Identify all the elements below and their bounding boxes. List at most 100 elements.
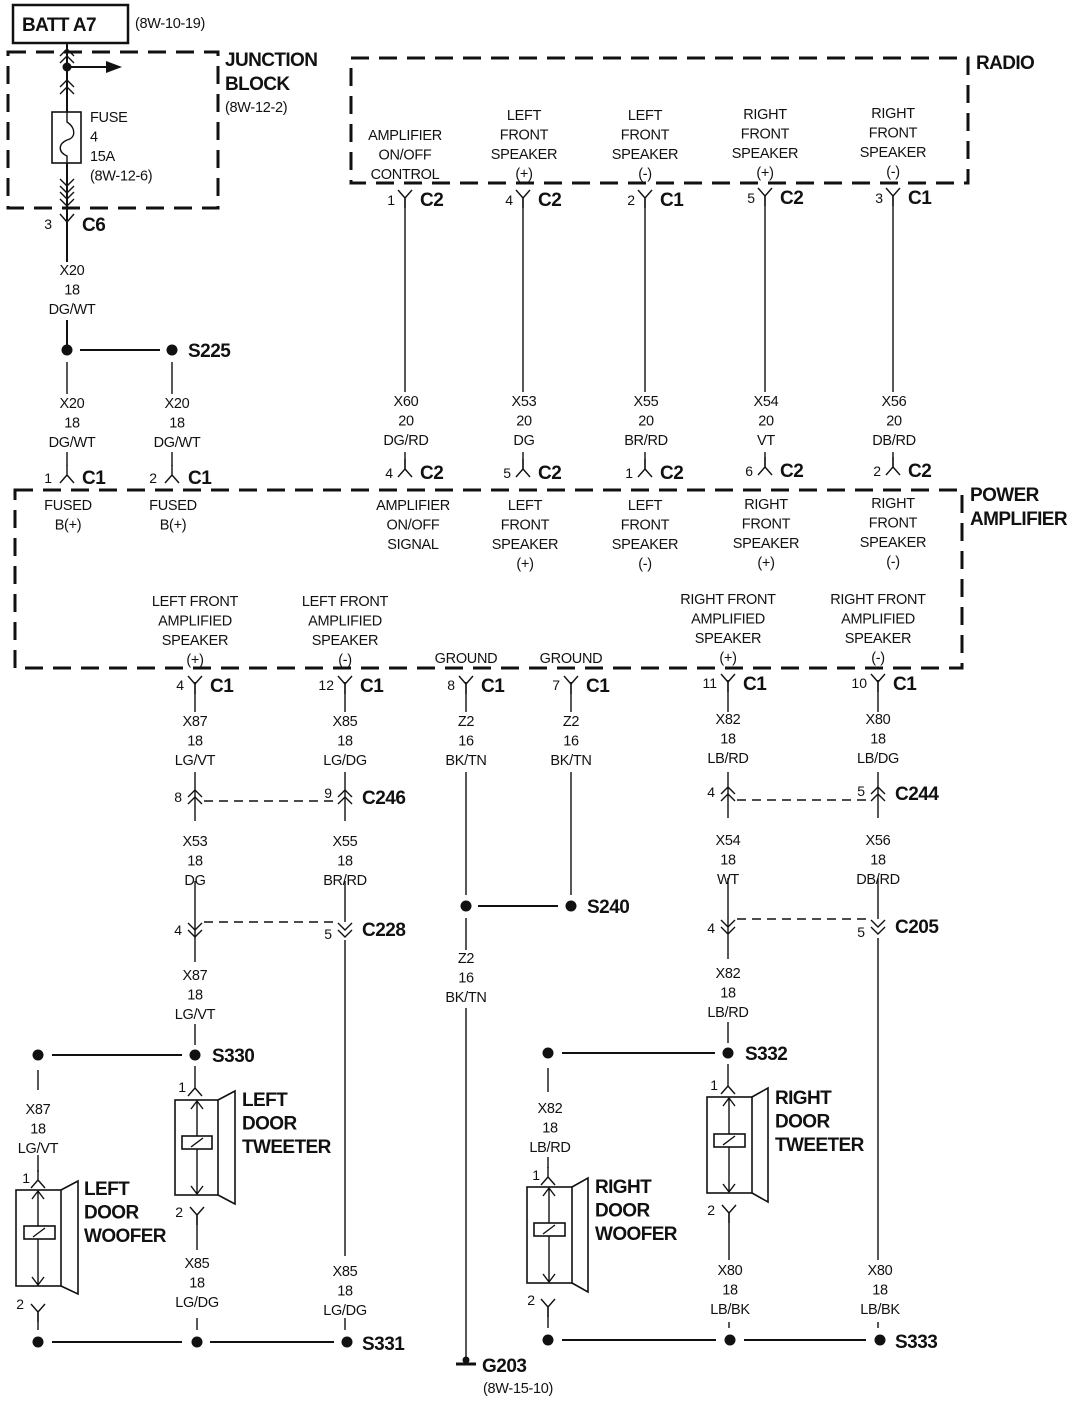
text-line: X60 [394,394,419,410]
text-line: X53 [183,834,208,850]
text-line: LB/RD [707,1005,748,1021]
splice-dot [32,1049,44,1061]
pin-number: 6 [745,463,753,479]
connector-name: C2 [420,190,443,211]
text-line: 18 [870,853,886,869]
radio-title: RADIO [976,53,1034,74]
pin-number: 2 [873,463,881,479]
text-line: TWEETER [775,1135,865,1156]
text-line: DG/WT [154,435,201,451]
text-line: 18 [542,1121,558,1137]
radio-box [349,56,970,185]
pin-number: 2 [627,192,635,208]
inline-connector-icon [337,922,353,938]
pin-number: 5 [503,465,511,481]
radio-connector-icon [757,187,773,207]
text-line: 18 [870,732,886,748]
text-line: BLOCK [225,74,290,95]
pin-number: 9 [324,785,332,801]
connector-name: C1 [893,674,917,695]
text-line: RIGHT FRONT [830,592,926,608]
pin-number: 2 [175,1204,183,1220]
text-line: LB/BK [860,1302,900,1318]
text-line: FRONT [869,126,918,142]
text-line: DOOR [84,1203,139,1224]
pin-number: 1 [44,470,52,486]
text-line: X80 [868,1263,893,1279]
ground-g203-ref: (8W-15-10) [483,1381,553,1397]
text-line: FUSED [44,498,92,514]
text-line: 18 [720,853,736,869]
text-line: B(+) [160,518,187,534]
splice-dot [341,1336,353,1348]
text-line: X20 [165,396,190,412]
text-line: AMPLIFIER [970,509,1068,530]
amp-out-label-ground-2: GROUND [540,651,603,667]
amp-output-connector-icon [187,675,203,695]
text-line: LG/VT [18,1141,59,1157]
text-line: 20 [758,414,774,430]
pin-number: 2 [16,1296,24,1312]
text-line: X53 [512,394,537,410]
text-line: 18 [722,1283,738,1299]
splice-dot [191,1336,203,1348]
connector-name: C1 [743,674,767,695]
text-line: (+) [719,651,736,667]
text-line: 18 [187,734,203,750]
text-line: X82 [538,1101,563,1117]
text-line: 18 [872,1283,888,1299]
pin-number: 5 [324,926,332,942]
splice-dot [189,1049,201,1061]
text-line: 20 [516,414,532,430]
text-line: SPEAKER [732,146,798,162]
c228-name: C228 [362,920,405,941]
text-line: LEFT [628,108,663,124]
text-line: (+) [756,166,773,182]
text-line: 16 [458,734,474,750]
text-line: 18 [187,854,203,870]
text-line: X82 [716,966,741,982]
text-line: X55 [333,834,358,850]
text-line: X85 [333,714,358,730]
text-line: LB/RD [707,751,748,767]
text-line: X87 [183,714,208,730]
text-line: X20 [60,263,85,279]
text-line: B(+) [55,518,82,534]
right-door-tweeter-icon [706,1086,769,1204]
text-line: BK/TN [445,990,486,1006]
text-line: 4 [90,130,98,146]
text-line: LG/VT [175,1007,216,1023]
text-line: AMPLIFIER [376,498,450,514]
text-line: 18 [187,988,203,1004]
pin-number: 5 [747,190,755,206]
pin-number: 1 [625,465,633,481]
text-line: 20 [886,414,902,430]
text-line: X87 [26,1102,51,1118]
junction-block-ref: (8W-12-2) [225,100,287,116]
power-amplifier-box [13,488,964,670]
text-line: LEFT [84,1179,130,1200]
inline-connector-icon [870,919,886,935]
text-line: AMPLIFIED [691,612,765,628]
pin-number: 2 [527,1292,535,1308]
pin-number: 4 [176,677,184,693]
pin-number: 11 [702,675,717,691]
text-line: 18 [169,416,185,432]
text-line: GROUND [435,651,498,667]
text-line: 15A [90,149,116,165]
radio-connector-icon [397,189,413,209]
ground-g203-name: G203 [482,1356,526,1377]
pin-number: 2 [149,470,157,486]
text-line: X80 [718,1263,743,1279]
